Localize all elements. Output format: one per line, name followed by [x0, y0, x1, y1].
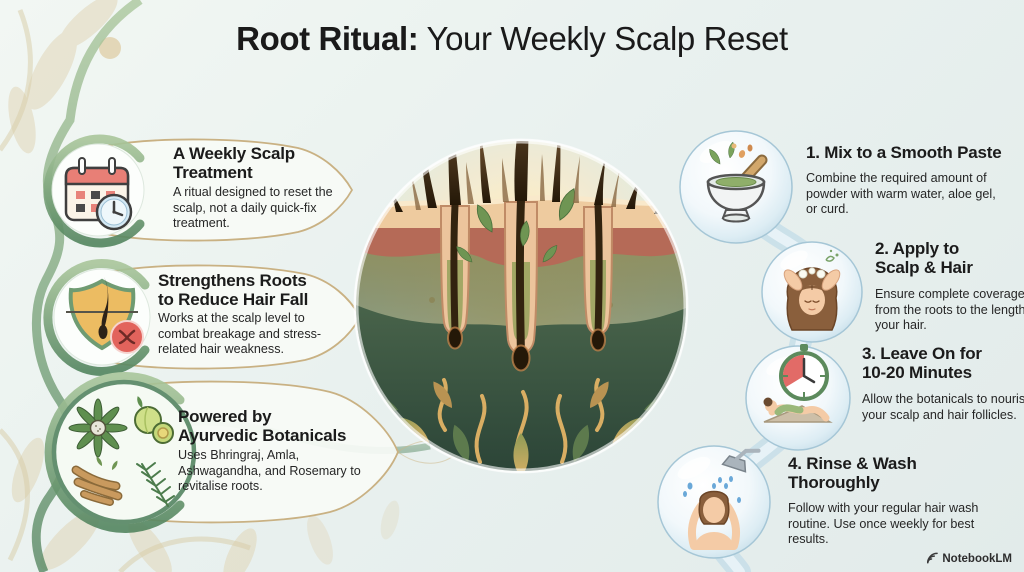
- rinse-shower-icon: [683, 448, 761, 550]
- hair-follicles: [439, 196, 614, 372]
- callout-weekly-treatment-title: A Weekly Scalp Treatment: [173, 144, 295, 183]
- ayurvedic-botanicals-icon: [68, 395, 175, 507]
- corner-foliage-decoration: [0, 0, 400, 572]
- rosemary-sprig: [136, 462, 175, 507]
- leave-on-timer-icon: [763, 344, 833, 423]
- step-2-apply-title: 2. Apply to Scalp & Hair: [875, 239, 973, 278]
- bhringraj-flower: [68, 398, 128, 458]
- page-title-lead: Root Ritual:: [236, 20, 419, 57]
- amla-fruits: [134, 395, 174, 444]
- step-1-mix-title: 1. Mix to a Smooth Paste: [806, 143, 1002, 162]
- callout-weekly-treatment-body: A ritual designed to reset the scalp, no…: [173, 185, 333, 231]
- callout-strengthens-roots-body: Works at the scalp level to combat break…: [158, 311, 322, 357]
- step-3-leave-on-body: Allow the botanicals to nourish your sca…: [862, 392, 1024, 422]
- notebooklm-logo-icon: [927, 552, 939, 564]
- shower-head: [721, 448, 761, 473]
- step-2-apply-body: Ensure complete coverage from the roots …: [875, 287, 1024, 333]
- root-leaves: [362, 378, 680, 471]
- scalp-cross-section-illustration: [353, 138, 689, 474]
- page-title: Root Ritual: Your Weekly Scalp Reset: [0, 20, 1024, 58]
- callout-ayurvedic-botanicals-title: Powered by Ayurvedic Botanicals: [178, 407, 347, 446]
- step-4-rinse-body: Follow with your regular hair wash routi…: [788, 501, 979, 547]
- step-3-leave-on-title: 3. Leave On for 10-20 Minutes: [862, 344, 982, 383]
- callout-strengthens-roots-title: Strengthens Roots to Reduce Hair Fall: [158, 271, 309, 310]
- page-title-rest: Your Weekly Scalp Reset: [418, 20, 789, 57]
- calendar-clock-icon: [64, 157, 133, 231]
- notebooklm-watermark-label: NotebookLM: [942, 552, 1012, 565]
- notebooklm-watermark: NotebookLM: [925, 552, 1012, 565]
- ashwagandha-roots: [71, 455, 123, 506]
- apply-to-scalp-icon: [783, 249, 841, 331]
- step-4-rinse-title: 4. Rinse & Wash Thoroughly: [788, 454, 917, 493]
- callout-ayurvedic-botanicals-body: Uses Bhringraj, Amla, Ashwagandha, and R…: [178, 448, 361, 494]
- water-drops: [683, 476, 741, 503]
- step-1-mix-body: Combine the required amount of powder wi…: [806, 171, 996, 217]
- mortar-pestle-icon: [706, 141, 768, 223]
- shield-hair-protect-icon: [66, 277, 144, 354]
